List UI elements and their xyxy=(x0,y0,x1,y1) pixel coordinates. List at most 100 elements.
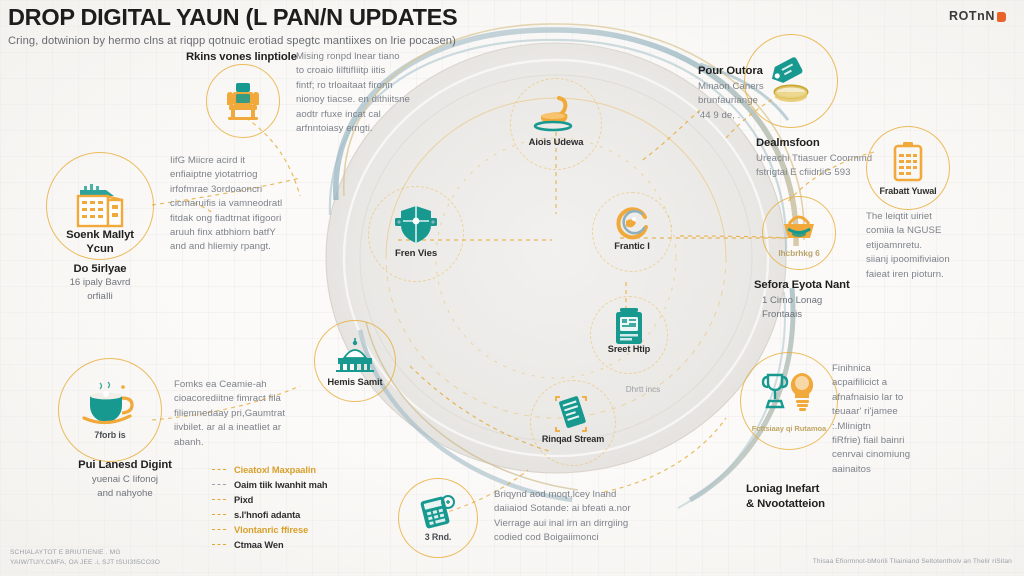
node-ring xyxy=(46,152,154,260)
calculator-icon xyxy=(417,492,459,532)
legend-dash-icon xyxy=(212,529,226,530)
node-clipboard[interactable]: Frabatt Yuwal xyxy=(866,126,950,210)
node-label: Hemis Samit xyxy=(327,376,383,387)
node-label: 7forb is xyxy=(94,430,126,440)
capitol-building-icon xyxy=(332,336,378,373)
node-hemis-samit[interactable]: Hemis Samit xyxy=(314,320,396,402)
legend-label: Pixd xyxy=(234,494,254,505)
brand-logo: ROTnN xyxy=(949,9,1006,23)
hub-center-label: Dhrtt incs xyxy=(625,385,661,394)
node-ring xyxy=(206,64,280,138)
teacup-node-heading: Pui Lanesd Digint xyxy=(78,459,172,471)
node-label: Ihcbrhkg 6 xyxy=(778,248,820,258)
footer-left-line2: YAIW/TUIY,CMFA, OA JEE .i, SJT tSUI3fi5C… xyxy=(10,558,161,566)
legend-item[interactable]: Oaim tiik lwanhit mah xyxy=(212,477,328,492)
storefront-icon xyxy=(70,178,130,234)
node-ring xyxy=(398,478,478,558)
legend-label: Cieatoxl Maxpaalin xyxy=(234,464,316,475)
node-frantic-i[interactable]: Frantic I xyxy=(592,192,672,272)
node-ring xyxy=(866,126,950,210)
basket-icon xyxy=(779,210,819,244)
legend-label: Vlontanric ffirese xyxy=(234,524,309,535)
brand-text: ROTnN xyxy=(948,9,995,23)
footer-left: SCHIALAYTOT E BRIUTIENIE . MG YAIW/TUIY,… xyxy=(10,548,160,568)
node-label: Rinqad Stream xyxy=(541,434,605,444)
node-calculator[interactable]: 3 Rnd. xyxy=(398,478,478,558)
node-basket[interactable]: Ihcbrhkg 6 xyxy=(762,196,836,270)
node-ring xyxy=(368,186,464,282)
page-title: DROP DIGITAL YAUN (L PAN/N UPDATES xyxy=(8,4,458,30)
node-label: Frantic I xyxy=(614,240,650,251)
clipboard-icon xyxy=(888,140,928,186)
top-left-heading: Rkins vones linptiole xyxy=(186,51,297,63)
sefora-sub: 1 Cirno Lonag Frontaais xyxy=(762,295,823,320)
node-fren-vies[interactable]: Fren Vies xyxy=(368,186,464,282)
node-ring xyxy=(740,352,838,450)
legend-dash-icon xyxy=(212,499,226,500)
lamp-icon xyxy=(529,94,583,136)
trophy-bulb-icon xyxy=(758,367,820,419)
node-ring xyxy=(314,320,396,402)
legend-item[interactable]: Cieatoxl Maxpaalin xyxy=(212,462,327,477)
legend-dash-icon xyxy=(212,544,226,545)
book-icon xyxy=(612,306,646,348)
node-throne-chair[interactable] xyxy=(206,64,280,138)
trophy-heading: Loniag Inefart & Nvootatteion xyxy=(746,483,825,511)
tilted-document-icon xyxy=(552,393,594,435)
legend-label: s.l'hnofi adanta xyxy=(234,509,301,520)
node-label: Fcttsiaay qi Rutamoa xyxy=(751,424,827,433)
node-ring xyxy=(530,380,616,466)
sefora-heading: Sefora Eyota Nant xyxy=(754,279,850,291)
legend-item[interactable]: Vlontanric ffirese xyxy=(212,522,327,537)
shield-icon xyxy=(393,201,439,247)
node-label: Sreet Htip xyxy=(607,344,651,354)
node-ring xyxy=(592,192,672,272)
node-tag-ring[interactable] xyxy=(744,34,838,128)
teacup-icon xyxy=(80,380,140,428)
calculator-body-text: Briqynd aod moqt,lcey lnand daiiaiod Sot… xyxy=(494,489,631,544)
node-ring xyxy=(510,78,602,170)
tag-ring-icon xyxy=(763,54,819,108)
node-ring xyxy=(762,196,836,270)
teacup-node-sub: yuenai C Iifonoj and nahyohe xyxy=(91,474,159,499)
legend: Cieatoxl Maxpaalin Oaim tiik lwanhit mah… xyxy=(212,462,328,552)
legend-item[interactable]: s.l'hnofi adanta xyxy=(212,507,327,522)
legend-dash-icon xyxy=(212,469,226,470)
storefront-node-label: Soenk MaIlyt Ycun xyxy=(66,229,134,256)
node-teacup[interactable]: 7forb is xyxy=(58,358,162,462)
node-storefront[interactable] xyxy=(46,152,154,260)
brand-accent-icon xyxy=(997,12,1006,22)
do-sirlyae-heading: Do 5irlyae xyxy=(73,263,127,275)
throne-chair-icon xyxy=(223,79,263,123)
legend-item[interactable]: Pixd xyxy=(212,492,327,507)
legend-dash-icon xyxy=(212,484,226,485)
node-ring xyxy=(590,296,668,374)
legend-label: Ctmaa Wen xyxy=(234,539,284,550)
node-label: Frabatt Yuwal xyxy=(879,186,937,196)
trophy-body-text: Finihnica acpaifilicict a afnafnaisio la… xyxy=(832,363,911,475)
storefront-body-text: IifG Miicre acird it enfiaiptne yiotatrr… xyxy=(170,155,283,253)
node-label: 3 Rnd. xyxy=(424,532,452,542)
teacup-body-text: Fomks ea Ceamie-ah cioacorediitne fimrac… xyxy=(174,379,286,448)
node-trophy-bulb[interactable]: Fcttsiaay qi Rutamoa xyxy=(740,352,838,450)
node-ring xyxy=(58,358,162,462)
page-subtitle: Cring, dotwinion by hermo clns at riqpp … xyxy=(8,35,456,47)
node-aiois-udewa[interactable]: Aiois Udewa xyxy=(510,78,602,170)
footer-left-line1: SCHIALAYTOT E BRIUTIENIE . MG xyxy=(10,548,121,556)
do-sirlyae-body: 16 ipaly Bavrd orfiaIli xyxy=(69,277,131,302)
page-header: DROP DIGITAL YAUN (L PAN/N UPDATES Cring… xyxy=(8,4,708,47)
node-label: Aiois Udewa xyxy=(528,136,584,147)
legend-label: Oaim tiik lwanhit mah xyxy=(234,479,328,490)
sefora-body-text: The leiqtit uiriet comiia la NGUSE etijo… xyxy=(866,211,950,280)
dealmsfoon-body: Ureachi Ttiasuer Coormmd fstrigtai E cfi… xyxy=(756,153,873,179)
node-sreet-htip[interactable]: Sreet Htip xyxy=(590,296,668,374)
swirl-circle-icon xyxy=(612,205,652,243)
node-ring xyxy=(744,34,838,128)
top-left-body: Mising ronpd lnear tiano to croaio Iilft… xyxy=(296,51,410,134)
legend-item[interactable]: Ctmaa Wen xyxy=(212,537,327,552)
node-label: Fren Vies xyxy=(394,248,438,259)
footer-right: Thisaa Efiormnot-bMorili Tliainiand Selt… xyxy=(812,557,1012,565)
dealmsfoon-heading: Dealmsfoon xyxy=(756,137,820,149)
legend-dash-icon xyxy=(212,514,226,515)
node-rinqad-stream[interactable]: Rinqad Stream xyxy=(530,380,616,466)
